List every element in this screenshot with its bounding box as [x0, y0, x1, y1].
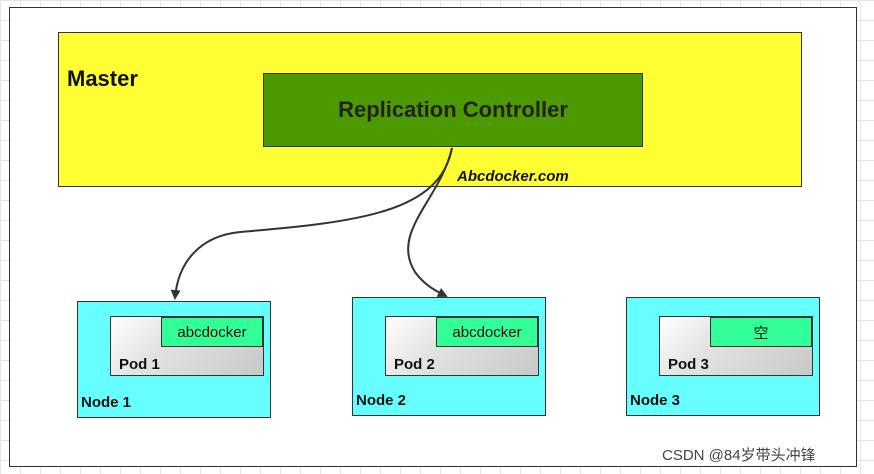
watermark-text: Abcdocker.com [457, 168, 569, 185]
replication-controller-box: Replication Controller [263, 73, 643, 147]
pod-3-label: Pod 3 [668, 356, 709, 373]
pod-1-box: abcdocker Pod 1 [110, 316, 264, 376]
pod-2-box: abcdocker Pod 2 [385, 316, 539, 376]
node-1-box: abcdocker Pod 1 Node 1 [77, 301, 271, 418]
pod-3-container-label: 空 [753, 324, 769, 342]
pod-1-label: Pod 1 [119, 356, 160, 373]
node-3-box: 空 Pod 3 Node 3 [626, 297, 820, 416]
edge-controller-to-node1 [170, 147, 453, 300]
pod-3-box: 空 Pod 3 [659, 316, 813, 376]
node-1-label: Node 1 [81, 394, 132, 411]
node-2-box: abcdocker Pod 2 Node 2 [352, 297, 546, 416]
replication-controller-label: Replication Controller [338, 97, 568, 122]
node-3-label: Node 3 [630, 392, 681, 409]
master-label: Master [67, 66, 138, 91]
pod-1-container: abcdocker [161, 317, 263, 347]
pod-1-container-label: abcdocker [177, 323, 247, 341]
pod-2-label: Pod 2 [394, 356, 435, 373]
pod-2-container: abcdocker [436, 317, 538, 347]
pod-3-container: 空 [710, 317, 812, 347]
pod-2-container-label: abcdocker [452, 323, 522, 341]
credit-watermark: CSDN @84岁带头冲锋 [662, 447, 816, 464]
edge-controller-to-node2 [407, 147, 453, 297]
node-2-label: Node 2 [356, 392, 407, 409]
